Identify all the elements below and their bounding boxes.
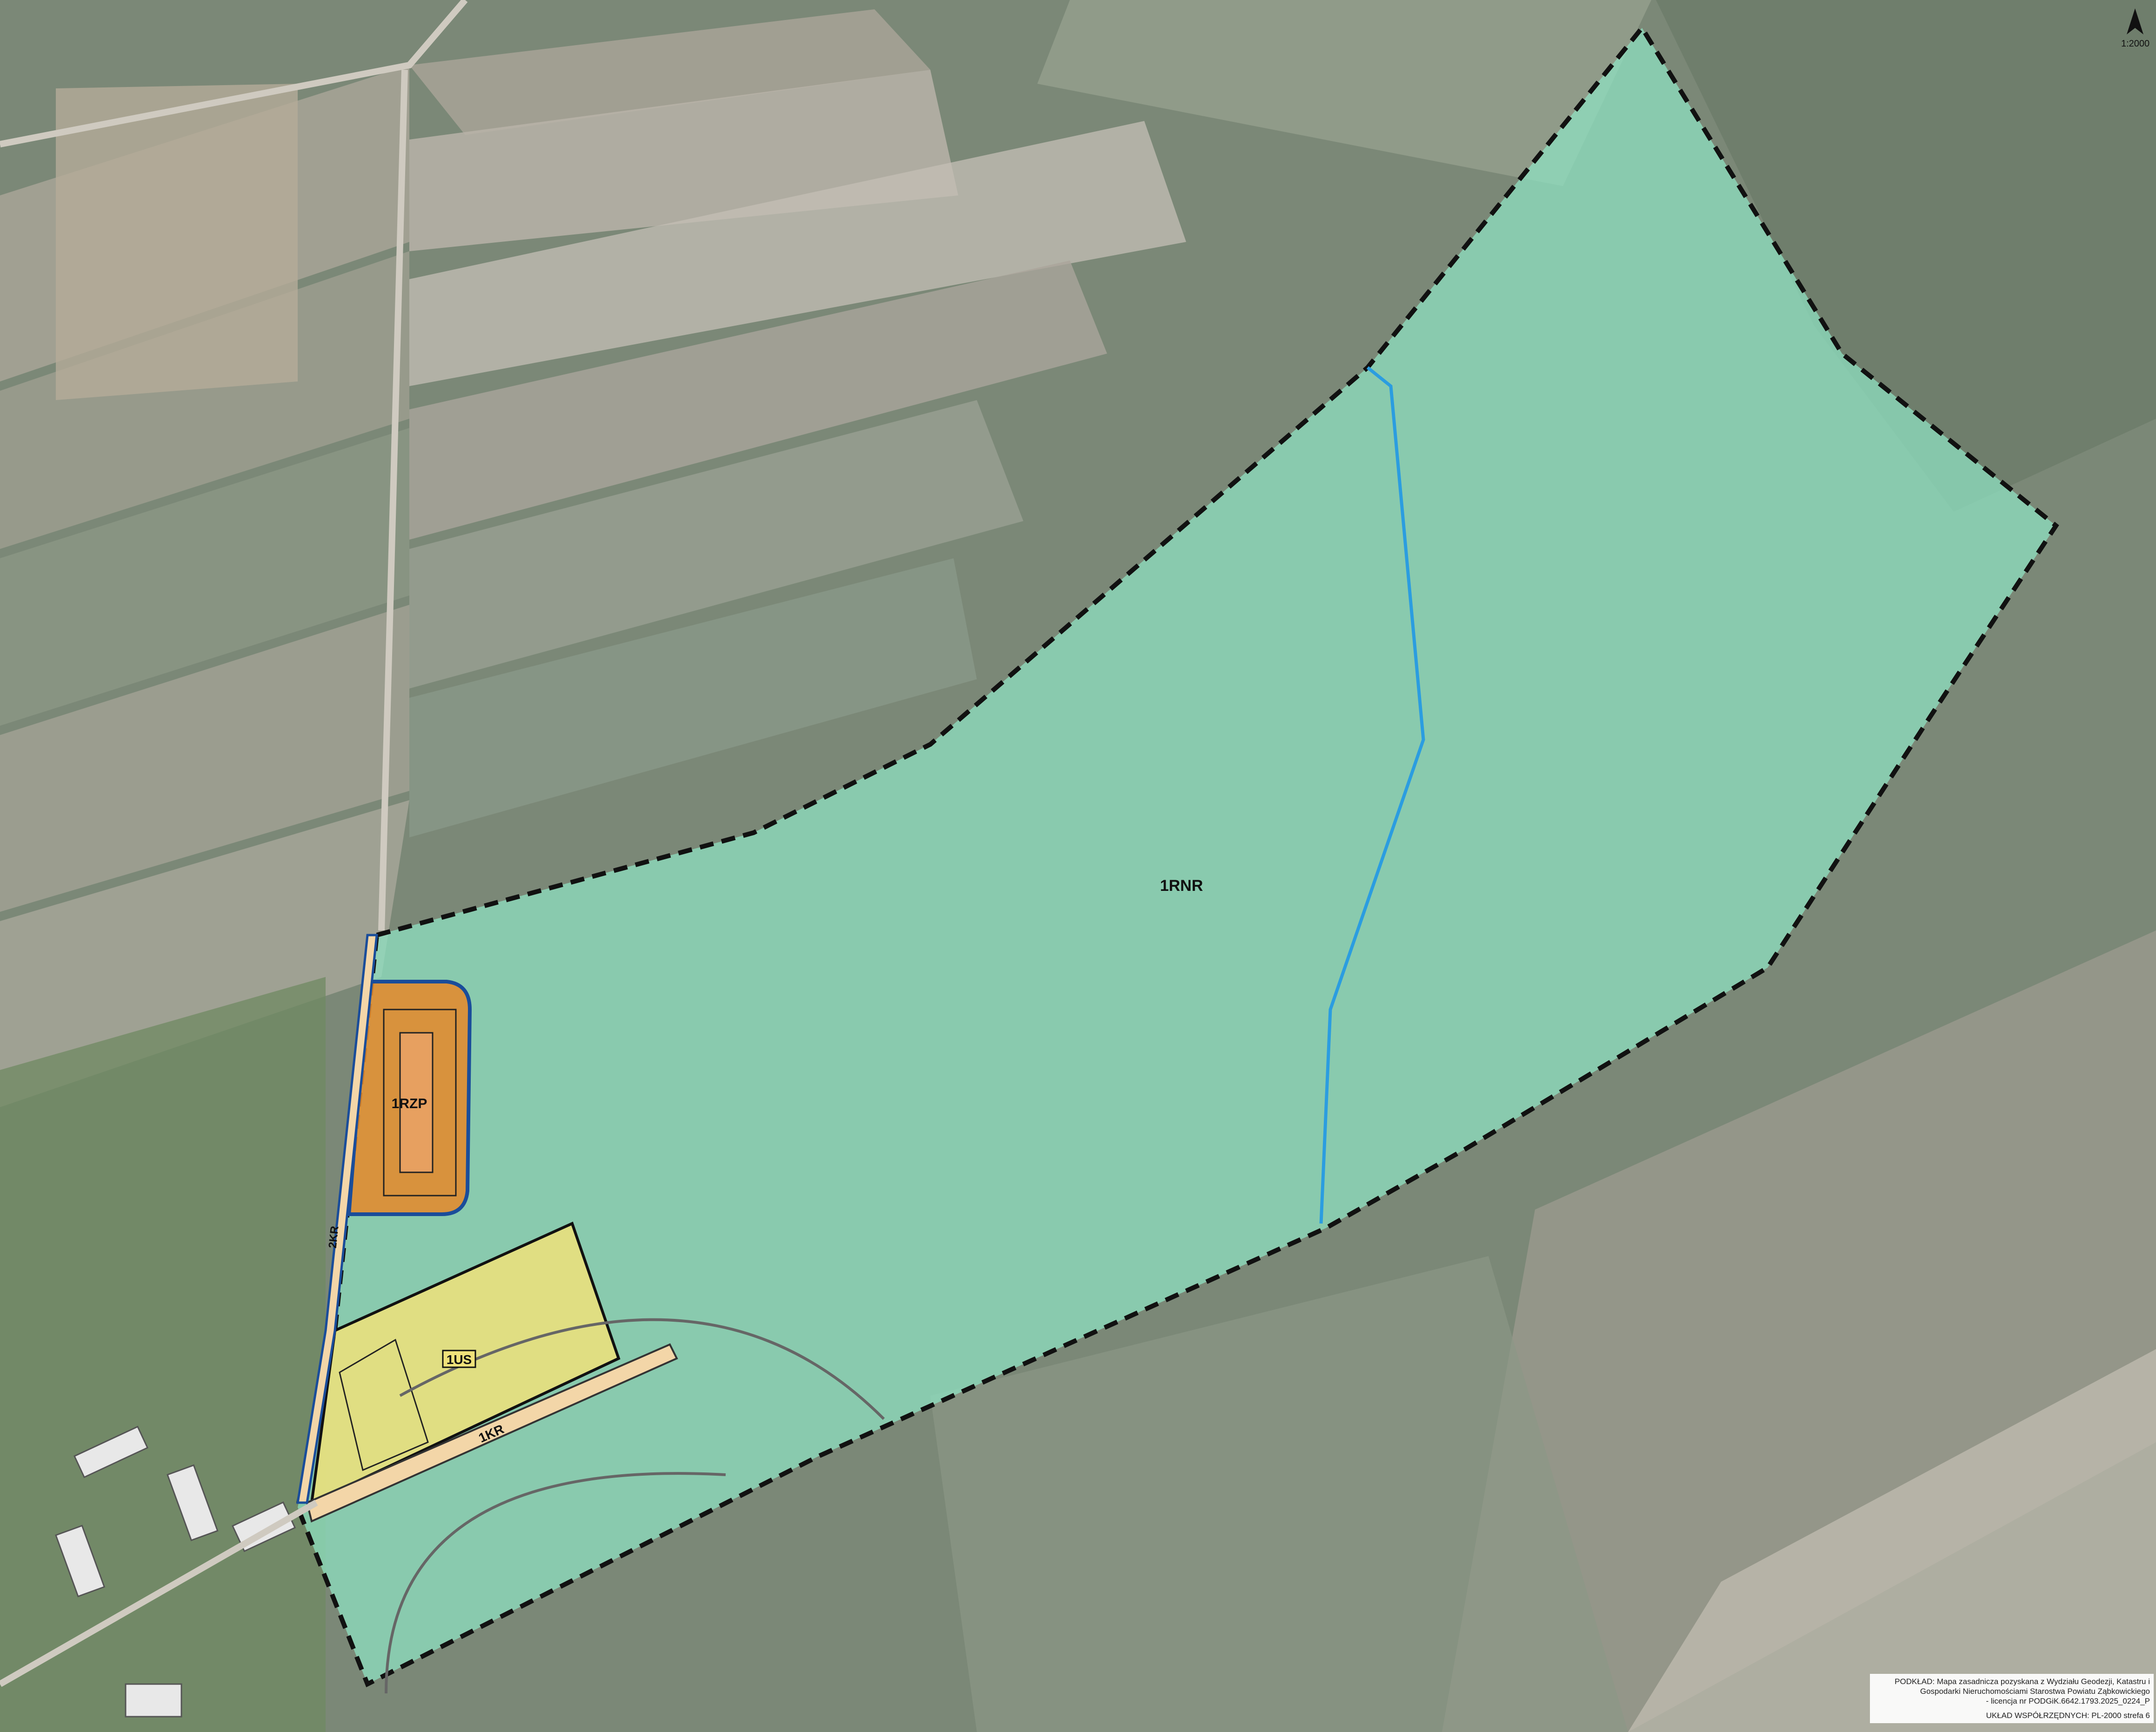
label-1us-group: 1US (442, 1350, 476, 1368)
road-1kr-strip[interactable] (306, 1343, 678, 1523)
road-2kr-strip[interactable] (296, 934, 378, 1504)
attribution-line-3: - licencja nr PODGiK.6642.1793.2025_0224… (1986, 1697, 2150, 1705)
attribution-line-4: UKŁAD WSPÓŁRZĘDNYCH: PL-2000 strefa 6 (1986, 1711, 2150, 1720)
map-attribution: PODKŁAD: Mapa zasadnicza pozyskana z Wyd… (1870, 1674, 2154, 1723)
watercourse-line (1319, 366, 1425, 1224)
label-2kr: 2KR (327, 1225, 341, 1249)
label-1us: 1US (447, 1352, 472, 1367)
zone-1rzp-building-outline (383, 1009, 457, 1197)
north-arrow: 1:2000 (2121, 8, 2149, 50)
zone-1rzp-building (399, 1032, 434, 1173)
roads (0, 0, 468, 1687)
attribution-line-1: PODKŁAD: Mapa zasadnicza pozyskana z Wyd… (1895, 1677, 2150, 1686)
zone-1rnr-area[interactable] (295, 24, 2059, 1687)
label-1rnr: 1RNR (1160, 877, 1203, 895)
power-line-arc-1 (399, 1318, 885, 1420)
power-line-arc-2 (385, 1472, 726, 1694)
north-arrow-icon (2127, 8, 2143, 34)
attribution-line-2: Gospodarki Nieruchomościami Starostwa Po… (1920, 1687, 2150, 1696)
map-scale: 1:2000 (2121, 39, 2150, 49)
label-1rzp: 1RZP (392, 1096, 427, 1111)
zone-1us-building-outline (339, 1338, 429, 1471)
